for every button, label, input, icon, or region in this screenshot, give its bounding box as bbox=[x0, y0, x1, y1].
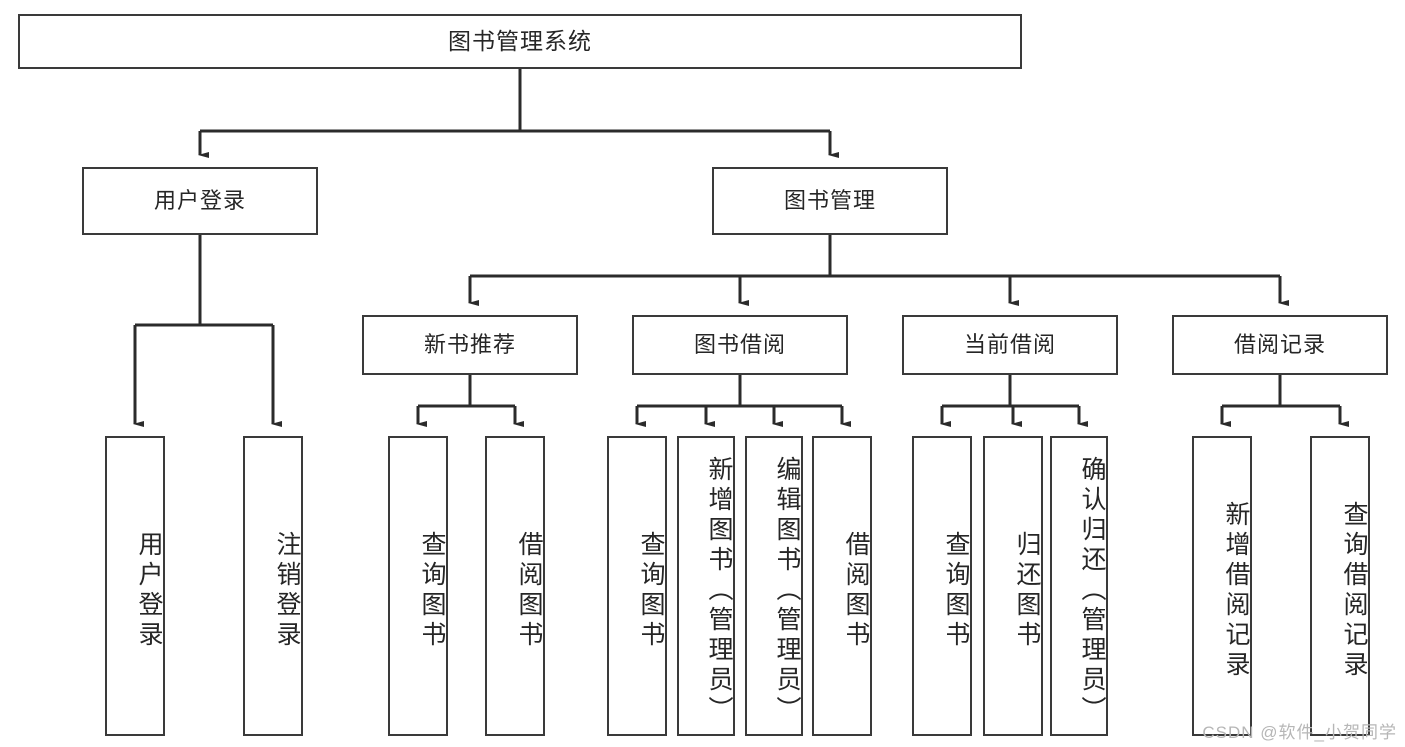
node-book-borrowing[interactable]: 图书借阅 bbox=[632, 315, 848, 375]
leaf-current-query-book[interactable]: 查询图书 bbox=[912, 436, 972, 736]
node-label: 图书借阅 bbox=[693, 331, 786, 357]
node-label: 确认归还（管理员） bbox=[1078, 456, 1106, 726]
leaf-current-confirm-return-admin[interactable]: 确认归还（管理员） bbox=[1050, 436, 1108, 736]
leaf-record-add[interactable]: 新增借阅记录 bbox=[1192, 436, 1252, 736]
node-current-borrowing[interactable]: 当前借阅 bbox=[902, 315, 1118, 375]
node-label: 图书管理 bbox=[783, 187, 876, 213]
node-label: 借阅记录 bbox=[1233, 331, 1326, 357]
node-book-management[interactable]: 图书管理 bbox=[712, 167, 948, 235]
leaf-borrow-borrow-book[interactable]: 借阅图书 bbox=[812, 436, 872, 736]
leaf-recommend-borrow-book[interactable]: 借阅图书 bbox=[485, 436, 545, 736]
leaf-recommend-query-book[interactable]: 查询图书 bbox=[388, 436, 448, 736]
node-label: 编辑图书（管理员） bbox=[773, 456, 801, 726]
node-borrow-records[interactable]: 借阅记录 bbox=[1172, 315, 1388, 375]
node-label: 归还图书 bbox=[1013, 531, 1041, 651]
node-label: 注销登录 bbox=[273, 531, 301, 651]
leaf-borrow-add-book-admin[interactable]: 新增图书（管理员） bbox=[677, 436, 735, 736]
leaf-borrow-edit-book-admin[interactable]: 编辑图书（管理员） bbox=[745, 436, 803, 736]
node-root-system[interactable]: 图书管理系统 bbox=[18, 14, 1022, 69]
node-label: 用户登录 bbox=[135, 531, 163, 651]
node-label: 新增借阅记录 bbox=[1222, 501, 1250, 681]
node-label: 查询借阅记录 bbox=[1340, 501, 1368, 681]
node-label: 借阅图书 bbox=[515, 531, 543, 651]
csdn-watermark: CSDN @软件_小贺同学 bbox=[1202, 723, 1397, 742]
leaf-user-login[interactable]: 用户登录 bbox=[105, 436, 165, 736]
node-label: 图书管理系统 bbox=[448, 27, 592, 54]
node-label: 查询图书 bbox=[418, 531, 446, 651]
node-label: 查询图书 bbox=[637, 531, 665, 651]
leaf-user-logout[interactable]: 注销登录 bbox=[243, 436, 303, 736]
node-label: 新增图书（管理员） bbox=[705, 456, 733, 726]
node-label: 查询图书 bbox=[942, 531, 970, 651]
node-label: 借阅图书 bbox=[842, 531, 870, 651]
leaf-record-query[interactable]: 查询借阅记录 bbox=[1310, 436, 1370, 736]
node-label: 新书推荐 bbox=[423, 331, 516, 357]
node-user-login[interactable]: 用户登录 bbox=[82, 167, 318, 235]
node-new-book-recommendation[interactable]: 新书推荐 bbox=[362, 315, 578, 375]
leaf-borrow-query-book[interactable]: 查询图书 bbox=[607, 436, 667, 736]
node-label: 用户登录 bbox=[153, 187, 246, 213]
node-label: 当前借阅 bbox=[963, 331, 1056, 357]
leaf-current-return-book[interactable]: 归还图书 bbox=[983, 436, 1043, 736]
